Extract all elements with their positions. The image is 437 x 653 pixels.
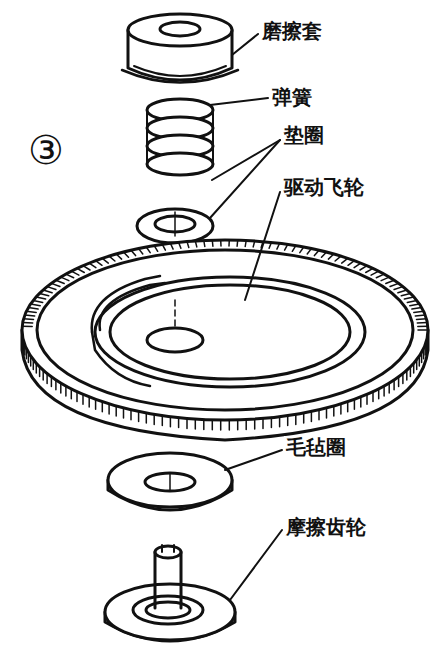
part-label: 驱动飞轮 [282, 176, 366, 198]
spring [147, 99, 213, 175]
friction-sleeve [122, 14, 238, 83]
washer [137, 209, 213, 243]
part-label: 磨擦套 [260, 20, 324, 42]
drive-flywheel [22, 240, 428, 440]
part-label: 弹簧 [270, 86, 314, 108]
leader-lines [210, 34, 282, 600]
friction-gear [105, 545, 235, 641]
callout-number: ③ [28, 130, 64, 170]
part-label: 毛毡圈 [284, 436, 348, 458]
part-label: 垫圈 [282, 124, 326, 146]
felt-ring [108, 453, 232, 510]
part-label: 摩擦齿轮 [284, 516, 368, 538]
